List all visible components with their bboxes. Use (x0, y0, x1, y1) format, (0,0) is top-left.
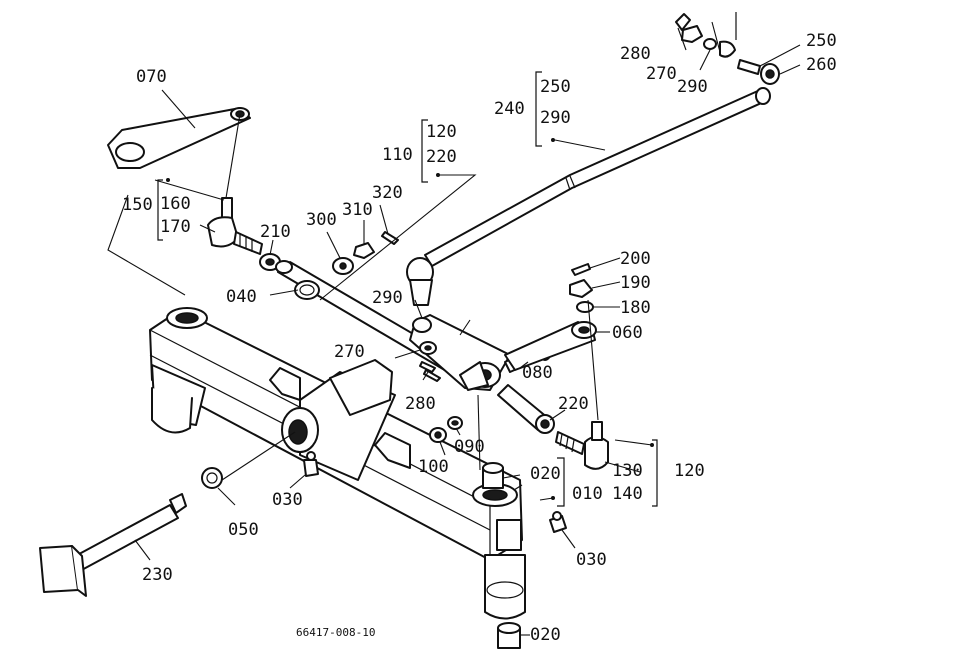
label-030-left: 030 (272, 490, 303, 510)
ball-joint-center (406, 257, 434, 306)
label-100: 100 (418, 457, 449, 477)
bushing-020-upper (482, 462, 504, 489)
nut-090 (447, 416, 463, 430)
washer-180 (576, 301, 594, 313)
label-200: 200 (620, 249, 651, 269)
front-axle-beam (149, 307, 526, 620)
label-110: 110 (382, 145, 413, 165)
label-220-upper: 220 (426, 147, 457, 167)
label-010: 010 (572, 484, 603, 504)
label-020-lower: 020 (530, 625, 561, 645)
pivot-pin-230 (39, 493, 187, 597)
label-320: 320 (372, 183, 403, 203)
label-260: 260 (806, 55, 837, 75)
label-230: 230 (142, 565, 173, 585)
grease-fitting-030-right (549, 511, 567, 533)
label-140: 140 (612, 484, 643, 504)
drawing-number: 66417-008-10 (296, 626, 375, 639)
tie-rod-end-130 (555, 421, 609, 470)
label-190: 190 (620, 273, 651, 293)
center-arm (409, 314, 511, 391)
label-170: 170 (160, 217, 191, 237)
pin-320 (381, 231, 399, 245)
label-310: 310 (342, 200, 373, 220)
label-060: 060 (612, 323, 643, 343)
label-020-upper: 020 (530, 464, 561, 484)
label-270-center: 270 (334, 342, 365, 362)
steering-arm-070 (107, 107, 251, 169)
label-240: 240 (494, 99, 525, 119)
label-220-center: 220 (558, 394, 589, 414)
label-290-top: 290 (677, 77, 708, 97)
bushing-020-lower (497, 622, 521, 649)
label-180: 180 (620, 298, 651, 318)
label-270-top: 270 (646, 64, 677, 84)
washer-050 (201, 467, 223, 489)
label-080: 080 (522, 363, 553, 383)
nut-190 (569, 279, 593, 298)
nut-100 (429, 427, 447, 443)
label-030-right: 030 (576, 550, 607, 570)
label-290-bracket: 290 (540, 108, 571, 128)
label-250-bracket: 250 (540, 77, 571, 97)
nut-310 (353, 242, 375, 259)
tie-rod-end-160 (207, 197, 263, 255)
pin-200 (571, 263, 591, 276)
label-130: 130 (612, 461, 643, 481)
label-300: 300 (306, 210, 337, 230)
label-250-top: 250 (806, 31, 837, 51)
washer-270 (419, 341, 437, 355)
label-280-top: 280 (620, 44, 651, 64)
label-290-center: 290 (372, 288, 403, 308)
tie-rod-240 (424, 87, 771, 267)
label-120-upper: 120 (426, 122, 457, 142)
label-150: 150 (122, 195, 153, 215)
label-280-center: 280 (405, 394, 436, 414)
label-050: 050 (228, 520, 259, 540)
grease-fitting-030-left (303, 451, 319, 477)
label-090: 090 (454, 437, 485, 457)
label-040: 040 (226, 287, 257, 307)
label-210-left: 210 (260, 222, 291, 242)
top-right-parts (675, 13, 780, 85)
label-070: 070 (136, 67, 167, 87)
callout-labels: 070 150 160 170 210 300 310 320 040 110 … (122, 31, 837, 645)
label-160: 160 (160, 194, 191, 214)
leader-lines (107, 21, 801, 636)
washer-300 (332, 257, 354, 275)
seal-040 (294, 280, 320, 300)
tube-220 (497, 384, 555, 434)
brackets (157, 12, 737, 507)
label-120-right: 120 (674, 461, 705, 481)
